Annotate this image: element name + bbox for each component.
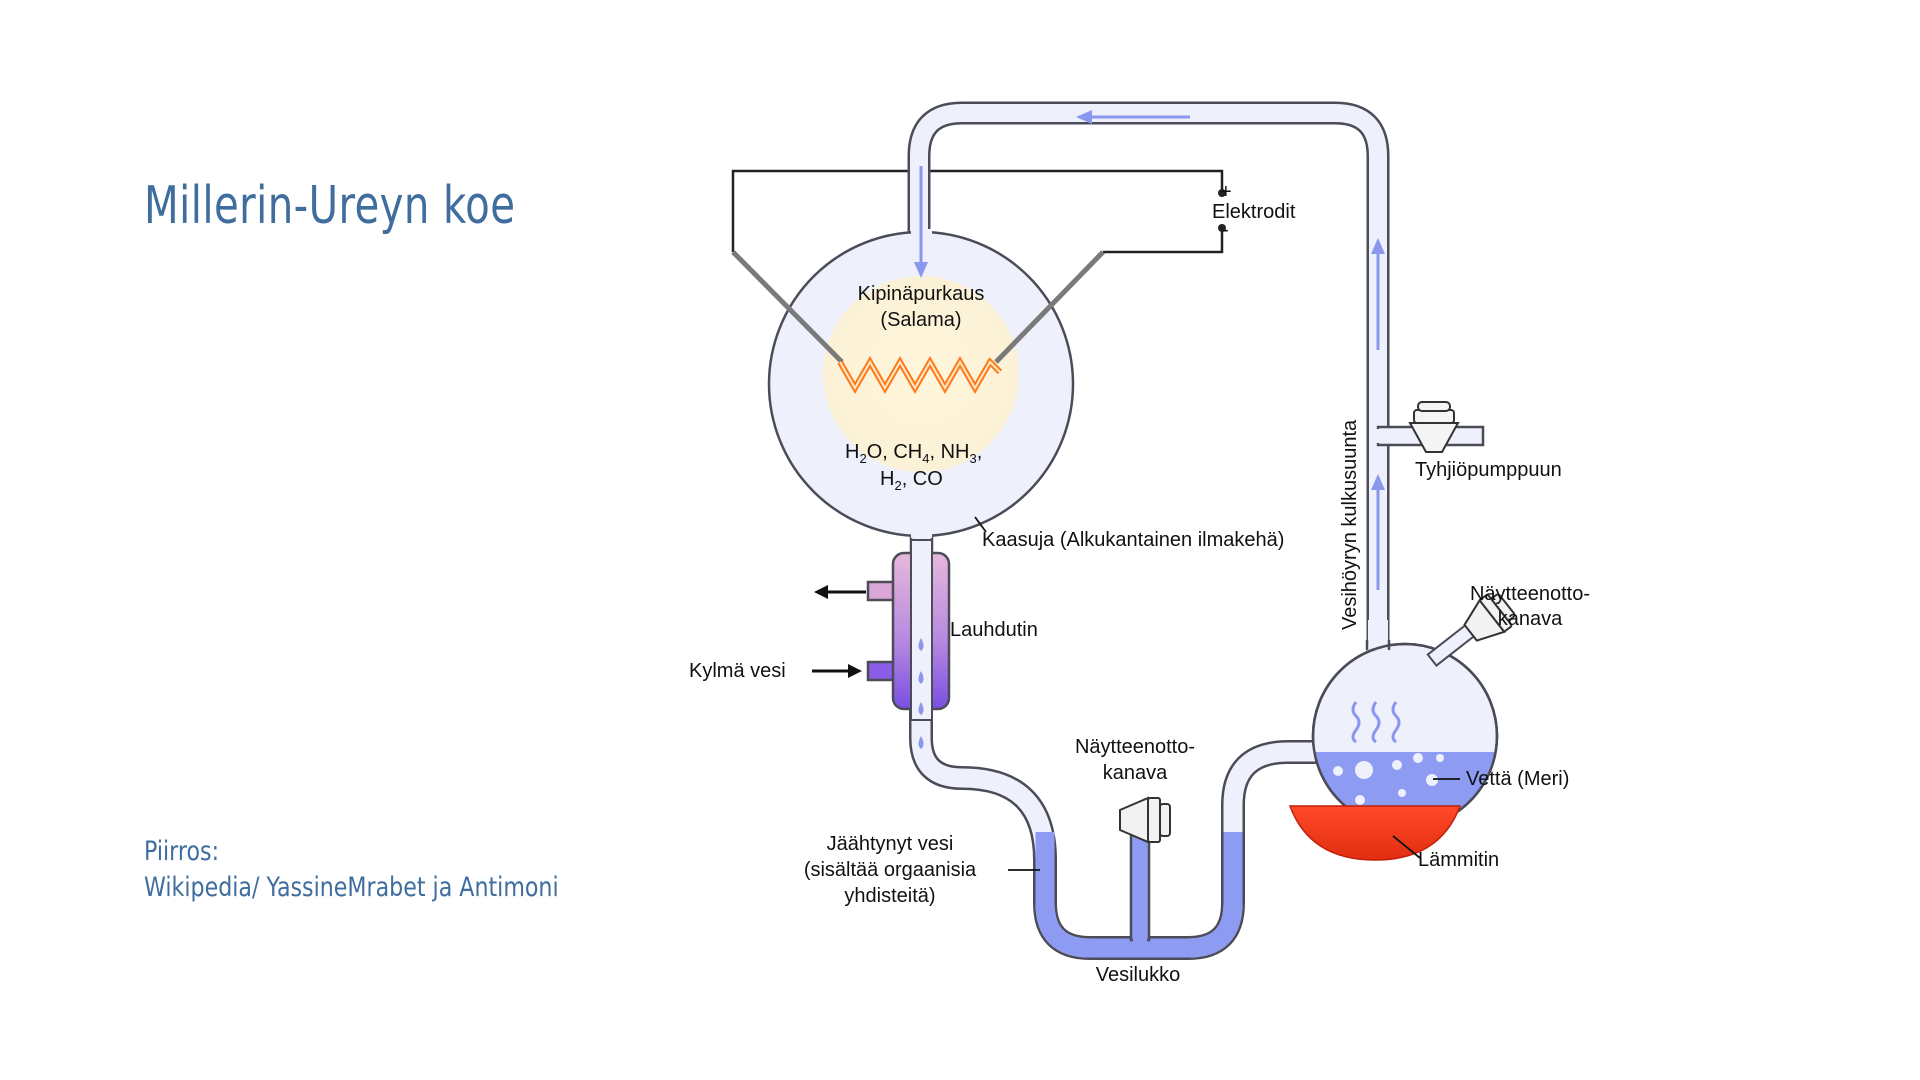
label-water-sea: Vettä (Meri) [1466, 768, 1569, 790]
credit-source: Wikipedia/ YassineMrabet ja Antimoni [144, 872, 559, 903]
electrode-left [731, 250, 844, 364]
cold-water-arrows [812, 585, 866, 678]
label-gases: Kaasuja (Alkukantainen ilmakehä) [982, 529, 1284, 551]
sample-port-right-stopcock [1463, 593, 1516, 642]
sample-port-bottom-stopcock [1119, 796, 1171, 844]
electrode-wiring [731, 169, 1224, 254]
label-heater: Lämmitin [1418, 849, 1499, 871]
gases-formula-line2: H2, CO [880, 468, 943, 493]
electrode-right [994, 250, 1105, 364]
gases-formula-line1: H2O, CH4, NH3, [845, 441, 982, 466]
leader-lines [974, 516, 1460, 871]
label-steam-direction: Vesihöyryn kulkusuunta [1339, 419, 1361, 630]
label-electrodes: Elektrodit [1212, 201, 1296, 223]
label-cooled-water-2: (sisältää orgaanisia [804, 859, 977, 881]
condenser [866, 539, 951, 749]
plus-sign: + [1220, 181, 1232, 203]
label-spark-1: Kipinäpurkaus [858, 283, 985, 305]
negative-terminal [1218, 224, 1226, 232]
label-sample-port-bottom-1: Näytteenotto- [1075, 736, 1195, 758]
label-condenser: Lauhdutin [950, 619, 1038, 641]
credit-label: Piirros: [144, 836, 220, 867]
label-cold-water: Kylmä vesi [689, 660, 786, 682]
image-credit: Piirros: Wikipedia/ YassineMrabet ja Ant… [144, 834, 559, 906]
vacuum-stopcock [1408, 401, 1460, 453]
label-cooled-water-1: Jäähtynyt vesi [827, 833, 954, 855]
heater [1288, 805, 1462, 861]
minus-sign: - [1222, 219, 1229, 241]
label-spark-2: (Salama) [880, 309, 961, 331]
flow-arrows-up [1371, 238, 1385, 590]
label-cooled-water-3: yhdisteitä) [844, 885, 935, 907]
label-sample-port-right-2: kanava [1498, 608, 1563, 630]
slide-title: Millerin-Ureyn koe [144, 176, 516, 236]
label-vacuum-pump: Tyhjiöpumppuun [1415, 459, 1562, 481]
positive-terminal [1218, 189, 1226, 197]
label-water-trap: Vesilukko [1096, 964, 1181, 986]
label-sample-port-right-1: Näytteenotto- [1470, 583, 1590, 605]
label-sample-port-bottom-2: kanava [1103, 762, 1168, 784]
